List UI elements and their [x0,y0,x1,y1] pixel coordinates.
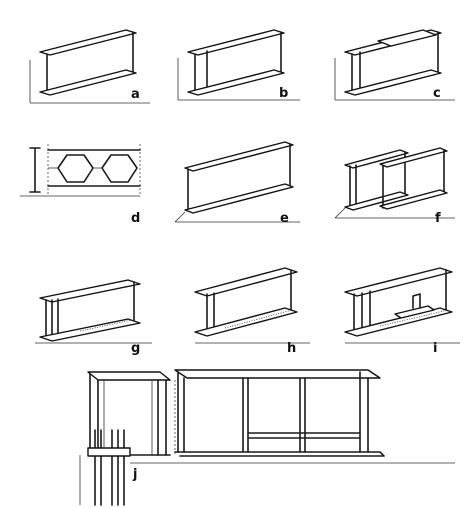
label-h: h [287,341,296,356]
beam-d: d [20,144,141,226]
beam-g: g [35,279,152,356]
beam-h: h [194,267,310,356]
label-i: i [433,341,437,356]
label-f: f [435,211,441,226]
label-c: c [433,86,441,101]
beam-j: j [79,369,455,506]
label-d: d [131,211,140,226]
beam-i: i [344,267,460,356]
beam-a: a [29,29,150,104]
beam-c: c [334,29,455,101]
label-a: a [131,87,140,102]
label-j: j [132,467,137,482]
label-g: g [131,341,140,356]
label-e: e [280,211,289,226]
beam-b: b [177,29,300,101]
beam-f: f [334,147,455,226]
label-b: b [279,86,288,101]
beam-e: e [174,141,300,226]
